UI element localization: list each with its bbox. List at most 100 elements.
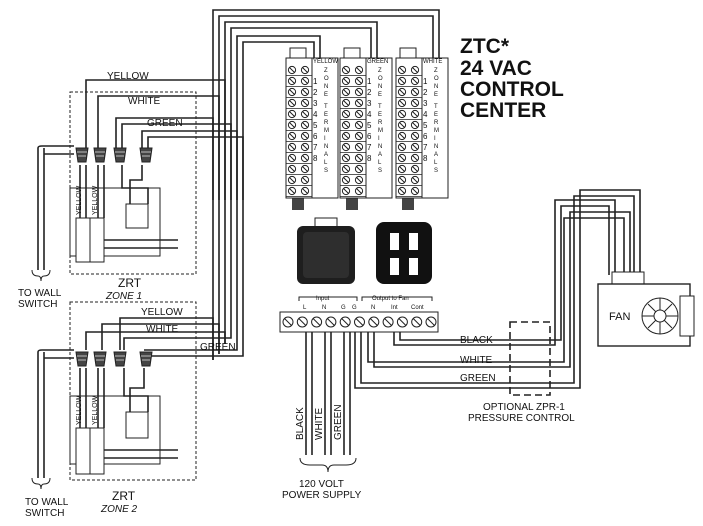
zone2-switch-line-1: TO WALL (25, 497, 69, 508)
fan-wire-white: WHITE (460, 355, 493, 366)
terminal-side-letter: S (378, 168, 382, 174)
zone1-yellow: YELLOW (107, 71, 149, 82)
terminal-side-letter: S (324, 168, 328, 174)
terminal-number: 7 (367, 143, 372, 152)
terminal-number: 7 (423, 143, 428, 152)
title-line-3: CONTROL (460, 78, 564, 101)
terminal-side-letter: R (324, 120, 329, 126)
terminal-number: 2 (423, 88, 428, 97)
terminal-side-letter: E (378, 92, 382, 98)
terminal-side-letter: N (378, 84, 382, 90)
terminal-side-letter: N (434, 144, 438, 150)
terminal-side-letter: E (434, 112, 438, 118)
power-output-label: Output to Fan (372, 296, 409, 302)
terminal-number: 6 (367, 132, 372, 141)
zone2-green: GREEN (200, 342, 236, 353)
terminal-number: 5 (423, 121, 428, 130)
title-line-1: ZTC* (460, 35, 510, 58)
terminal-side-letter: R (434, 120, 439, 126)
terminal-number: 2 (367, 88, 372, 97)
zone1-tstat-left: YELLOW (76, 185, 83, 215)
terminal-number: 7 (313, 143, 318, 152)
terminal-side-letter: S (434, 168, 438, 174)
zone-2: YELLOW WHITE GREEN YELLOW YELLOW TO WALL… (25, 200, 244, 519)
terminal-side-letter: L (378, 160, 382, 166)
fan-wire-green: GREEN (460, 373, 496, 384)
terminal-side-letter: N (434, 84, 438, 90)
terminal-number: 8 (367, 154, 372, 163)
terminal-side-letter: Z (378, 68, 382, 74)
terminal-side-letter: M (434, 128, 439, 134)
zone1-white: WHITE (128, 96, 161, 107)
terminal-number: 8 (423, 154, 428, 163)
power-wire-white: WHITE (314, 407, 325, 440)
terminal-side-letter: Z (434, 68, 438, 74)
zone2-zone: ZONE 2 (100, 504, 138, 515)
terminal-block-header: WHITE (423, 59, 442, 65)
terminal-number: 3 (313, 99, 318, 108)
terminal-number: 3 (367, 99, 372, 108)
terminal-number: 3 (423, 99, 428, 108)
terminal-side-letter: E (324, 92, 328, 98)
wire-nut (75, 351, 89, 367)
terminal-side-letter: Z (324, 68, 328, 74)
power-terminal-label: N (371, 305, 375, 311)
terminal-side-letter: A (324, 152, 328, 158)
terminal-number: 5 (367, 121, 372, 130)
zone-1: YELLOW WHITE GREEN YELLOW YELLOW TO WALL… (18, 71, 244, 310)
terminal-number: 6 (313, 132, 318, 141)
zone1-name: ZRT (118, 276, 142, 290)
zone1-switch-line-2: SWITCH (18, 299, 57, 310)
fan-unit: FAN (597, 271, 695, 347)
wire-nut (75, 147, 89, 163)
terminal-side-letter: T (324, 104, 328, 110)
power-supply-line-2: POWER SUPPLY (282, 490, 362, 501)
wire-nut (113, 147, 127, 163)
terminal-side-letter: I (378, 136, 380, 142)
terminal-side-letter: M (378, 128, 383, 134)
power-terminal-label: Int (391, 305, 398, 311)
terminal-number: 6 (423, 132, 428, 141)
wire-nut (93, 147, 107, 163)
pressure-control: OPTIONAL ZPR-1 PRESSURE CONTROL (468, 321, 575, 424)
zone1-zone: ZONE 1 (105, 291, 142, 302)
terminal-side-letter: N (324, 144, 328, 150)
power-terminal-label: Cont (411, 305, 424, 311)
terminal-side-letter: T (378, 104, 382, 110)
terminal-side-letter: A (434, 152, 438, 158)
terminal-number: 4 (367, 110, 372, 119)
zone2-tstat-left: YELLOW (76, 395, 83, 425)
terminal-number: 4 (423, 110, 428, 119)
terminal-blocks: YELLOW12345678ZONETERMINALSGREEN12345678… (285, 47, 449, 210)
title-line-2: 24 VAC (460, 57, 532, 80)
power-supply-line-1: 120 VOLT (299, 479, 344, 490)
terminal-block-header: GREEN (367, 59, 388, 65)
terminal-number: 5 (313, 121, 318, 130)
terminal-number: 2 (313, 88, 318, 97)
zone1-switch-line-1: TO WALL (18, 288, 62, 299)
terminal-number: 1 (423, 77, 428, 86)
terminal-side-letter: E (378, 112, 382, 118)
wire-nut (93, 351, 107, 367)
zone2-yellow: YELLOW (141, 307, 183, 318)
terminal-number: 4 (313, 110, 318, 119)
zone2-white: WHITE (146, 324, 179, 335)
terminal-side-letter: O (378, 76, 383, 82)
power-wire-black: BLACK (295, 407, 306, 440)
power-terminal-label: G (352, 305, 357, 311)
zone1-green: GREEN (147, 118, 183, 129)
title-block: ZTC* 24 VAC CONTROL CENTER (460, 35, 564, 122)
relay-socket (376, 222, 432, 284)
terminal-side-letter: N (324, 84, 328, 90)
wire-nut (139, 351, 153, 367)
terminal-side-letter: L (434, 160, 438, 166)
fan-wires: BLACK WHITE GREEN (354, 189, 641, 389)
power-terminal-label: L (303, 305, 307, 311)
terminal-side-letter: E (434, 92, 438, 98)
wire-nut (139, 147, 153, 163)
transformer (297, 217, 355, 284)
terminal-number: 1 (313, 77, 318, 86)
